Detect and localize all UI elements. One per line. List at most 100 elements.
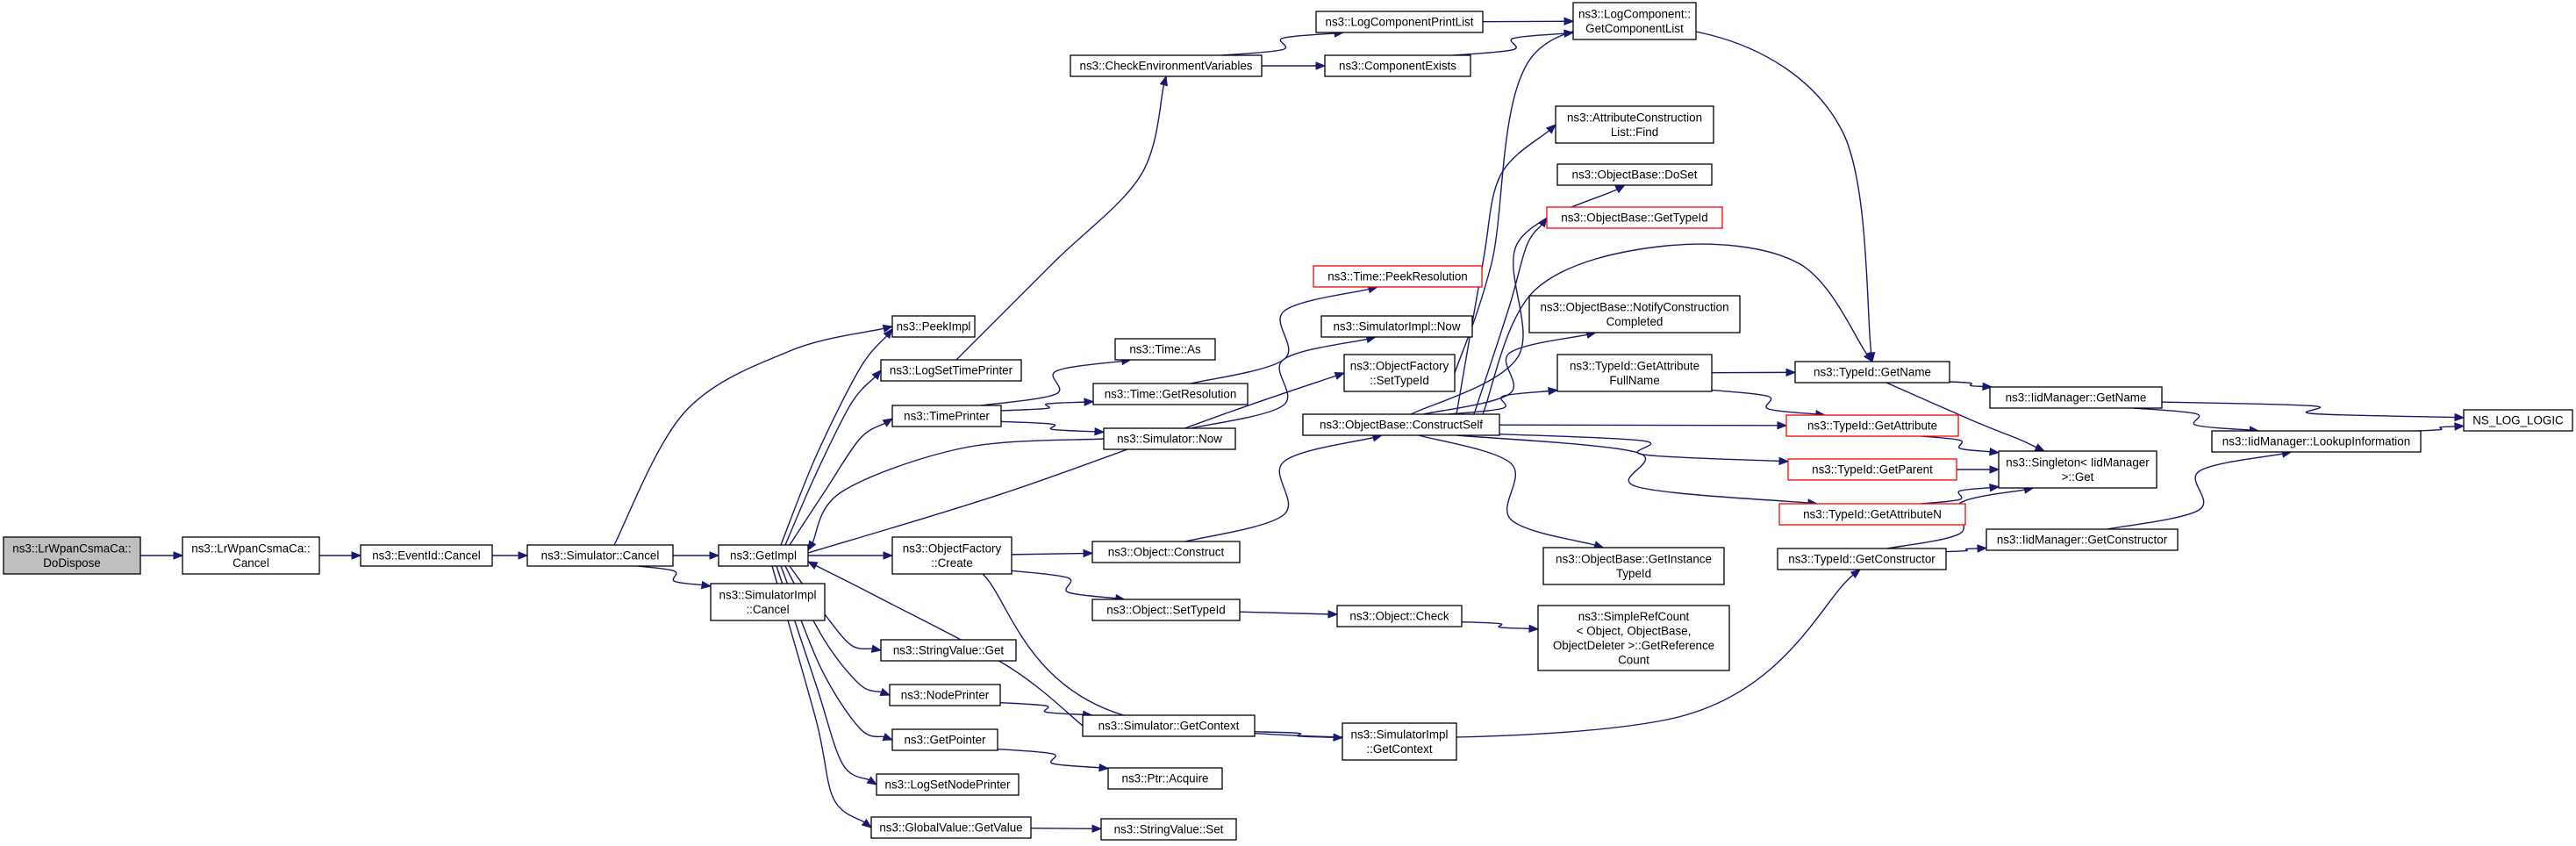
node-logsettime[interactable]: ns3::LogSetTimePrinter [880,359,1022,382]
node-ob-notify[interactable]: ns3::ObjectBase::NotifyConstructionCompl… [1528,295,1741,333]
node-tid-getparent[interactable]: ns3::TypeId::GetParent [1787,458,1957,481]
node-label: ns3::TypeId::GetParent [1812,463,1933,477]
node-ob-gettypeid[interactable]: ns3::ObjectBase::GetTypeId [1546,206,1723,229]
node-gv-getvalue[interactable]: ns3::GlobalValue::GetValue [870,816,1032,839]
node-simimpl-now[interactable]: ns3::SimulatorImpl::Now [1320,315,1473,338]
node-ns-log-logic[interactable]: NS_LOG_LOGIC [2463,409,2573,432]
node-srefcount[interactable]: ns3::SimpleRefCount< Object, ObjectBase,… [1537,605,1730,671]
node-logcomp-printlist[interactable]: ns3::LogComponentPrintList [1315,11,1484,33]
node-obj-settypeid[interactable]: ns3::Object::SetTypeId [1091,599,1241,621]
node-simimpl-cancel[interactable]: ns3::SimulatorImpl::Cancel [710,583,826,621]
node-label: Completed [1606,315,1664,328]
call-edge-ob_constructself-to-tid_getattr [1499,421,1788,430]
call-edge-ob_constructself-to-tid_getattrfull [1449,386,1559,415]
node-label: ns3::LrWpanCsmaCa:: [12,541,131,555]
node-tid-getattrn[interactable]: ns3::TypeId::GetAttributeN [1778,503,1966,526]
node-sim-now[interactable]: ns3::Simulator::Now [1103,427,1236,450]
call-edge-nodeprinter-to-sim_getcontext [999,701,1093,720]
node-ob-doset[interactable]: ns3::ObjectBase::DoSet [1556,163,1713,186]
call-edge-sim_getcontext-to-simimpl_getcontext [1254,731,1344,742]
call-edge-logsettime-to-checkenv [955,75,1168,361]
node-label: ns3::ObjectBase::GetTypeId [1561,212,1707,225]
node-label: ns3::ObjectBase::ConstructSelf [1320,419,1483,432]
node-label: Cancel [233,556,269,570]
call-edge-timeprinter-to-time_getres [1000,398,1095,412]
node-label: ns3::ObjectBase::NotifyConstruction [1540,300,1728,313]
node-strval-set[interactable]: ns3::StringValue::Set [1100,818,1237,841]
call-edge-tid_getparent-to-singleton_get [1957,465,2000,474]
node-cancel-csma[interactable]: ns3::LrWpanCsmaCa::Cancel [182,536,320,575]
call-edges [140,17,2465,834]
node-comp-exists[interactable]: ns3::ComponentExists [1324,54,1471,77]
call-edge-cancel_csma-to-event_cancel [319,551,362,560]
node-label: List::Find [1611,125,1658,139]
node-label: ::Create [931,556,973,570]
node-label: ns3::TypeId::GetName [1814,366,1931,379]
node-tid-getconstructor[interactable]: ns3::TypeId::GetConstructor [1777,548,1947,570]
node-singleton-get[interactable]: ns3::Singleton< IidManager>::Get [1998,450,2157,489]
node-timeprinter[interactable]: ns3::TimePrinter [891,405,1002,427]
node-label: ns3::NodePrinter [901,689,990,702]
node-label: ns3::StringValue::Set [1114,823,1224,836]
node-sim-cancel[interactable]: ns3::Simulator::Cancel [526,544,674,567]
node-label: Count [1618,653,1649,666]
node-label: ns3::LrWpanCsmaCa:: [191,541,310,555]
node-label: DoDispose [43,556,101,570]
node-getimpl[interactable]: ns3::GetImpl [718,544,809,567]
node-time-getres[interactable]: ns3::Time::GetResolution [1092,383,1249,405]
node-event-cancel[interactable]: ns3::EventId::Cancel [360,544,493,567]
node-label: ns3::ObjectFactory [903,541,1002,555]
node-label: < Object, ObjectBase, [1577,624,1692,637]
call-edge-ob_constructself-to-tid_getname [1482,243,1873,415]
node-label: ::SetTypeId [1370,374,1429,387]
node-ob-constructself[interactable]: ns3::ObjectBase::ConstructSelf [1302,413,1500,436]
call-edge-sim_getcontext-to-getimpl [806,561,1084,727]
node-label: ns3::Simulator::Now [1117,433,1222,446]
call-edge-tid_getname-to-iidm_getname [1949,381,1993,391]
node-label: ns3::SimulatorImpl::Now [1333,320,1460,333]
call-edge-tid_getattrfull-to-tid_getattr [1711,389,1827,419]
call-edge-ob_constructself-to-ob_getinstance [1418,434,1605,549]
node-label: ns3::TypeId::GetAttribute [1570,359,1699,372]
call-edge-obj_settypeid-to-obj_check [1239,610,1339,619]
node-obj-check[interactable]: ns3::Object::Check [1336,605,1463,627]
node-time-peekres[interactable]: ns3::Time::PeekResolution [1313,265,1483,288]
node-iidm-getconstructor[interactable]: ns3::IidManager::GetConstructor [1986,528,2179,551]
node-of-settypeid[interactable]: ns3::ObjectFactory::SetTypeId [1343,354,1456,392]
call-edge-iidm_getname-to-iidm_lookup [2133,407,2260,434]
node-tid-getattr[interactable]: ns3::TypeId::GetAttribute [1785,414,1959,437]
node-simimpl-getcontext[interactable]: ns3::SimulatorImpl::GetContext [1342,722,1457,761]
node-strval-get[interactable]: ns3::StringValue::Get [880,639,1017,662]
node-label: NS_LOG_LOGIC [2472,414,2564,427]
node-root[interactable]: ns3::LrWpanCsmaCa::DoDispose [3,536,141,575]
call-edge-checkenv-to-comp_exists [1262,61,1327,70]
node-iidm-getname[interactable]: ns3::IidManager::GetName [1989,386,2163,409]
node-tid-getname[interactable]: ns3::TypeId::GetName [1794,361,1950,384]
node-getpointer[interactable]: ns3::GetPointer [891,728,998,751]
node-obj-construct[interactable]: ns3::Object::Construct [1091,541,1241,563]
node-ptr-acquire[interactable]: ns3::Ptr::Acquire [1107,767,1223,790]
call-edge-getimpl-to-logsettime [784,369,882,546]
node-iidm-lookup[interactable]: ns3::IidManager::LookupInformation [2211,430,2422,453]
node-time-as[interactable]: ns3::Time::As [1114,338,1216,361]
node-logsetnode[interactable]: ns3::LogSetNodePrinter [876,773,1020,796]
node-label: ns3::Time::GetResolution [1105,388,1237,401]
node-peekimpl[interactable]: ns3::PeekImpl [891,315,976,338]
call-edge-checkenv-to-logcomp_printlist [1221,29,1345,56]
node-checkenv[interactable]: ns3::CheckEnvironmentVariables [1070,54,1263,77]
node-of-create[interactable]: ns3::ObjectFactory::Create [891,536,1013,575]
call-edge-sim_cancel-to-peekimpl [613,324,894,546]
node-sim-getcontext[interactable]: ns3::Simulator::GetContext [1082,714,1256,737]
node-logcomp-getlist[interactable]: ns3::LogComponent::GetComponentList [1572,2,1697,40]
call-edge-tid_getattrfull-to-tid_getname [1711,368,1797,377]
node-label: ns3::LogSetTimePrinter [890,364,1013,377]
node-label: ns3::PeekImpl [897,320,971,333]
call-edge-obj_check-to-srefcount [1461,620,1540,634]
node-nodeprinter[interactable]: ns3::NodePrinter [889,684,1001,706]
call-edge-obj_construct-to-ob_constructself [1184,434,1384,542]
node-label: ns3::StringValue::Get [893,644,1005,657]
